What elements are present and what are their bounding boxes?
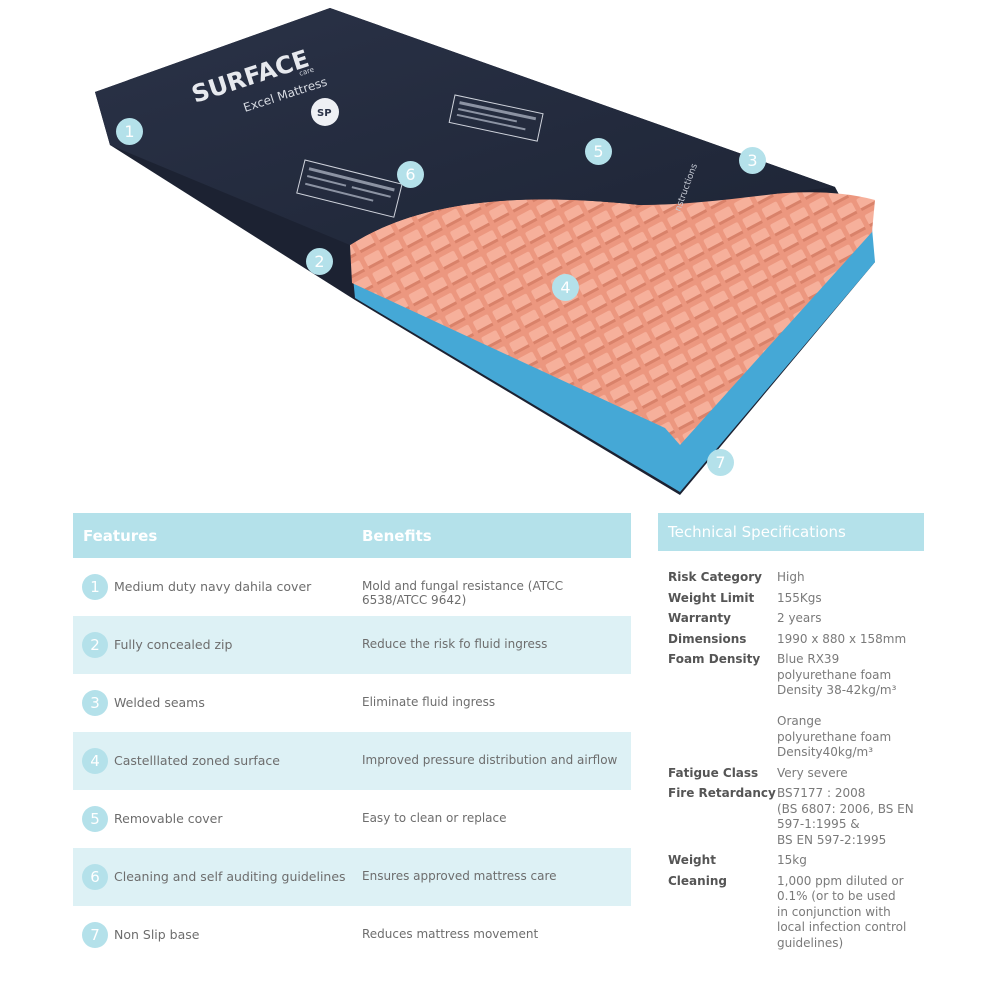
spec-value-line: 0.1% (or to be used <box>777 889 896 903</box>
spec-key: Fire Retardancy <box>668 786 776 800</box>
features-table: Features Benefits 1 Medium duty navy dahi… <box>73 513 631 964</box>
row-number-badge: 6 <box>82 864 108 890</box>
feature-cell: Cleaning and self auditing guidelines <box>114 869 346 884</box>
callout-7-badge: 7 <box>707 449 734 476</box>
spec-value-line: 1,000 ppm diluted or <box>777 873 904 888</box>
table-row: 2 Fully concealed zip Reduce the risk fo f… <box>73 616 631 674</box>
feature-cell: Welded seams <box>114 695 205 710</box>
spec-value-line: 15kg <box>777 853 807 867</box>
row-number-badge: 5 <box>82 806 108 832</box>
callout-3-badge: 3 <box>739 147 766 174</box>
features-table-header: Features Benefits <box>73 513 631 558</box>
spec-value-line: High <box>777 570 805 584</box>
spec-value-line: BS EN 597-2:1995 <box>777 832 887 847</box>
spec-key: Dimensions <box>668 631 747 646</box>
row-number-badge: 3 <box>82 690 108 716</box>
spec-value-line: polyurethane foam <box>777 667 892 682</box>
benefit-cell: Mold and fungal resistance (ATCC 6538/AT… <box>362 579 564 607</box>
spec-key: Risk Category <box>668 570 763 584</box>
foam-blue-layer <box>350 228 875 492</box>
feature-cell: Non Slip base <box>114 927 200 942</box>
spec-key: Warranty <box>668 611 731 625</box>
spec-value-line: Very severe <box>777 765 848 780</box>
table-row: 4 Castelllated zoned surface Improved pres… <box>73 732 631 790</box>
row-number-badge: 1 <box>82 574 108 600</box>
table-row: 7 Non Slip base Reduces mattress movement <box>73 906 631 964</box>
features-table-body: 1 Medium duty navy dahila cover Mold and f… <box>73 558 631 964</box>
cover-label-sticker-6 <box>296 159 403 218</box>
benefit-cell: Reduces mattress movement <box>362 927 539 941</box>
table-row: 3 Welded seams Eliminate fluid ingress <box>73 674 631 732</box>
cover-logo-icon <box>311 98 339 126</box>
spec-value: 155Kgs <box>777 591 927 607</box>
spec-key: Cleaning <box>668 873 727 888</box>
spec-value: High <box>777 570 927 586</box>
spec-value-line: Density 38-42kg/m³ <box>777 683 897 697</box>
spec-value-line: guidelines) <box>777 935 844 950</box>
spec-key: Weight <box>668 853 716 867</box>
mattress-svg: SURFACE care Excel Mattress SP nstructio… <box>95 8 875 495</box>
table-row: 6 Cleaning and self auditing guidelines En… <box>73 848 631 906</box>
feature-cell: Removable cover <box>114 811 223 826</box>
spec-value-line: local infection control <box>777 920 907 934</box>
benefit-cell: Reduce the risk fo fluid ingress <box>362 637 548 651</box>
spec-value: 15kg <box>777 853 927 869</box>
spec-key: Weight Limit <box>668 590 755 605</box>
callout-1-badge: 1 <box>116 118 143 145</box>
mattress-cover-top <box>95 8 835 245</box>
spec-key: Fatigue Class <box>668 765 759 780</box>
spec-value: 1990 x 880 x 158mm <box>777 632 927 648</box>
spec-value-line: in conjunction with <box>777 904 891 919</box>
table-row: 1 Medium duty navy dahila cover Mold and f… <box>73 558 631 616</box>
benefit-cell: Easy to clean or replace <box>362 811 507 825</box>
mattress-illustration: SURFACE care Excel Mattress SP nstructio… <box>95 8 875 495</box>
spec-key: Foam Density <box>668 652 761 666</box>
spec-value-line: 155Kgs <box>777 590 822 605</box>
spec-value-line: BS7177 : 2008 <box>777 786 866 800</box>
spec-value: Very severe <box>777 766 927 782</box>
benefit-cell: Improved pressure distribution and airfl… <box>362 753 618 767</box>
feature-cell: Castelllated zoned surface <box>114 753 280 768</box>
row-number-badge: 7 <box>82 922 108 948</box>
spec-value: 2 years <box>777 611 927 627</box>
cover-label-sticker-1 <box>448 94 544 142</box>
feature-cell: Medium duty navy dahila cover <box>114 579 312 594</box>
spec-value-line: Blue RX39 <box>777 652 840 666</box>
spec-value-line: Density40kg/m³ <box>777 745 873 759</box>
table-row: 5 Removable cover Easy to clean or replace <box>73 790 631 848</box>
row-number-badge: 4 <box>82 748 108 774</box>
technical-specifications: Technical Specifications Risk Category Hi… <box>658 513 924 950</box>
spec-value-line <box>777 699 927 715</box>
specs-title: Technical Specifications <box>658 513 924 551</box>
features-header: Features <box>83 527 158 545</box>
benefit-cell: Eliminate fluid ingress <box>362 695 496 709</box>
callout-6-badge: 6 <box>397 161 424 188</box>
callout-5-badge: 5 <box>585 138 612 165</box>
callout-4-badge: 4 <box>552 274 579 301</box>
spec-value-line: (BS 6807: 2006, BS EN <box>777 801 914 816</box>
benefit-cell: Ensures approved mattress care <box>362 869 557 883</box>
spec-value-line: Orange <box>777 714 822 728</box>
spec-value-line: 2 years <box>777 611 822 625</box>
row-number-badge: 2 <box>82 632 108 658</box>
spec-value-line: 1990 x 880 x 158mm <box>777 631 907 646</box>
callout-2-badge: 2 <box>306 248 333 275</box>
cover-logo-text: SP <box>317 108 332 119</box>
feature-cell: Fully concealed zip <box>114 637 233 652</box>
spec-value-line: 597-1:1995 & <box>777 817 860 831</box>
spec-value-line: polyurethane foam <box>777 729 892 744</box>
benefits-header: Benefits <box>362 527 432 545</box>
foam-orange-layer <box>350 192 875 445</box>
